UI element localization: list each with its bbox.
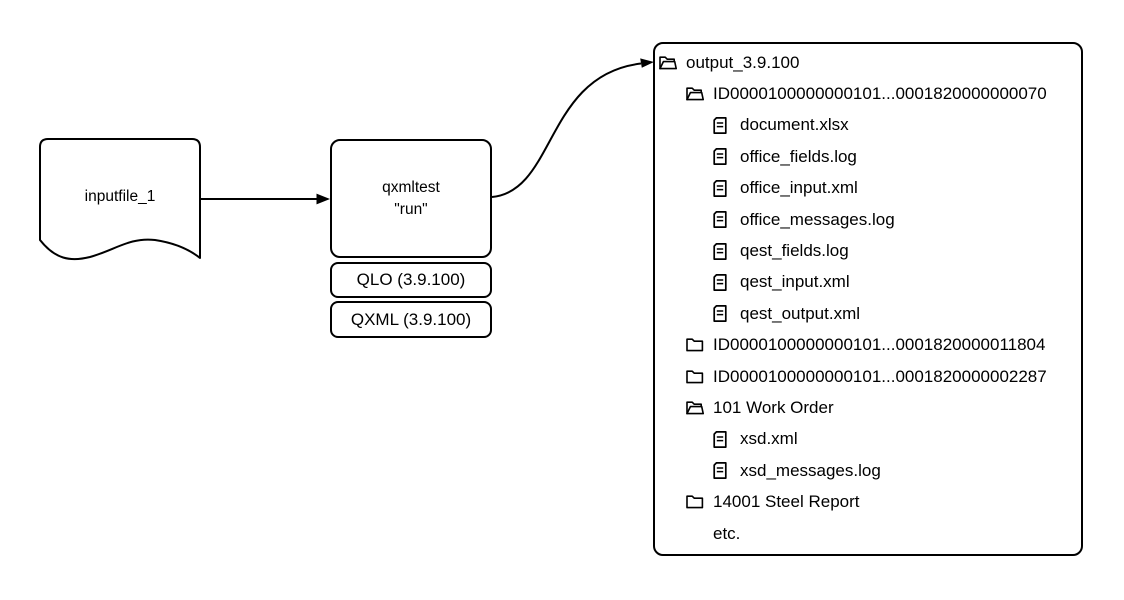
folder-open-icon xyxy=(659,56,677,70)
folder-open-icon xyxy=(686,87,704,101)
tree-item: xsd_messages.log xyxy=(659,455,1075,486)
tree-item: ID0000100000000101...0001820000002287 xyxy=(659,361,1075,392)
tree-item-label: xsd.xml xyxy=(740,429,798,449)
file-icon xyxy=(713,430,731,448)
tree-item: 14001 Steel Report xyxy=(659,486,1075,517)
tree-item-label: ID0000100000000101...0001820000011804 xyxy=(713,335,1046,355)
input-file-label: inputfile_1 xyxy=(84,188,156,205)
file-icon xyxy=(713,179,731,197)
folder-closed-icon xyxy=(686,495,704,509)
tree-item: document.xlsx xyxy=(659,110,1075,141)
tree-item: qest_output.xml xyxy=(659,298,1075,329)
file-icon xyxy=(713,273,731,291)
tree-item-label: xsd_messages.log xyxy=(740,460,881,480)
tree-item-label: ID0000100000000101...0001820000000070 xyxy=(713,84,1047,104)
file-icon xyxy=(713,117,731,134)
tree-item: ID0000100000000101...0001820000011804 xyxy=(659,330,1075,361)
file-icon xyxy=(713,148,731,166)
process-label-line2: "run" xyxy=(394,200,428,218)
no-icon xyxy=(686,525,704,542)
process-label-line1: qxmltest xyxy=(382,178,440,196)
tree-item: etc. xyxy=(659,518,1075,549)
tree-item: qest_input.xml xyxy=(659,267,1075,298)
tree-item-label: office_input.xml xyxy=(740,178,858,198)
file-icon xyxy=(713,242,731,260)
tree-item-label: 14001 Steel Report xyxy=(713,492,860,512)
tree-item-label: ID0000100000000101...0001820000002287 xyxy=(713,366,1047,386)
tree-item-label: output_3.9.100 xyxy=(686,52,800,72)
process-node: qxmltest "run" xyxy=(330,139,492,258)
tree-item-label: office_fields.log xyxy=(740,146,857,166)
qxml-version-node: QXML (3.9.100) xyxy=(330,301,492,338)
qlo-version-node: QLO (3.9.100) xyxy=(330,262,492,298)
folder-closed-icon xyxy=(686,338,704,352)
file-icon xyxy=(713,211,731,229)
input-to-process-arrow xyxy=(201,193,330,205)
qlo-version-label: QLO (3.9.100) xyxy=(356,270,466,289)
tree-item: office_fields.log xyxy=(659,141,1075,172)
tree-item: 101 Work Order xyxy=(659,392,1075,423)
tree-item: output_3.9.100 xyxy=(659,47,1075,78)
file-icon xyxy=(713,305,731,323)
folder-open-icon xyxy=(686,401,704,415)
tree-item: xsd.xml xyxy=(659,424,1075,455)
tree-item-label: etc. xyxy=(713,523,741,543)
tree-item-label: qest_output.xml xyxy=(740,303,861,323)
tree-item: office_input.xml xyxy=(659,173,1075,204)
tree-item: office_messages.log xyxy=(659,204,1075,235)
folder-closed-icon xyxy=(686,369,704,384)
input-document-shape xyxy=(39,138,201,261)
tree-item: qest_fields.log xyxy=(659,235,1075,266)
tree-item-label: document.xlsx xyxy=(740,115,849,135)
tree-item-label: office_messages.log xyxy=(740,209,895,229)
qxml-version-label: QXML (3.9.100) xyxy=(350,309,472,329)
tree-item: ID0000100000000101...0001820000000070 xyxy=(659,78,1075,109)
file-icon xyxy=(713,462,731,480)
tree-item-label: qest_fields.log xyxy=(740,241,849,261)
tree-item-label: 101 Work Order xyxy=(713,397,834,417)
process-to-output-arrow xyxy=(491,58,654,198)
tree-item-label: qest_input.xml xyxy=(740,272,850,292)
